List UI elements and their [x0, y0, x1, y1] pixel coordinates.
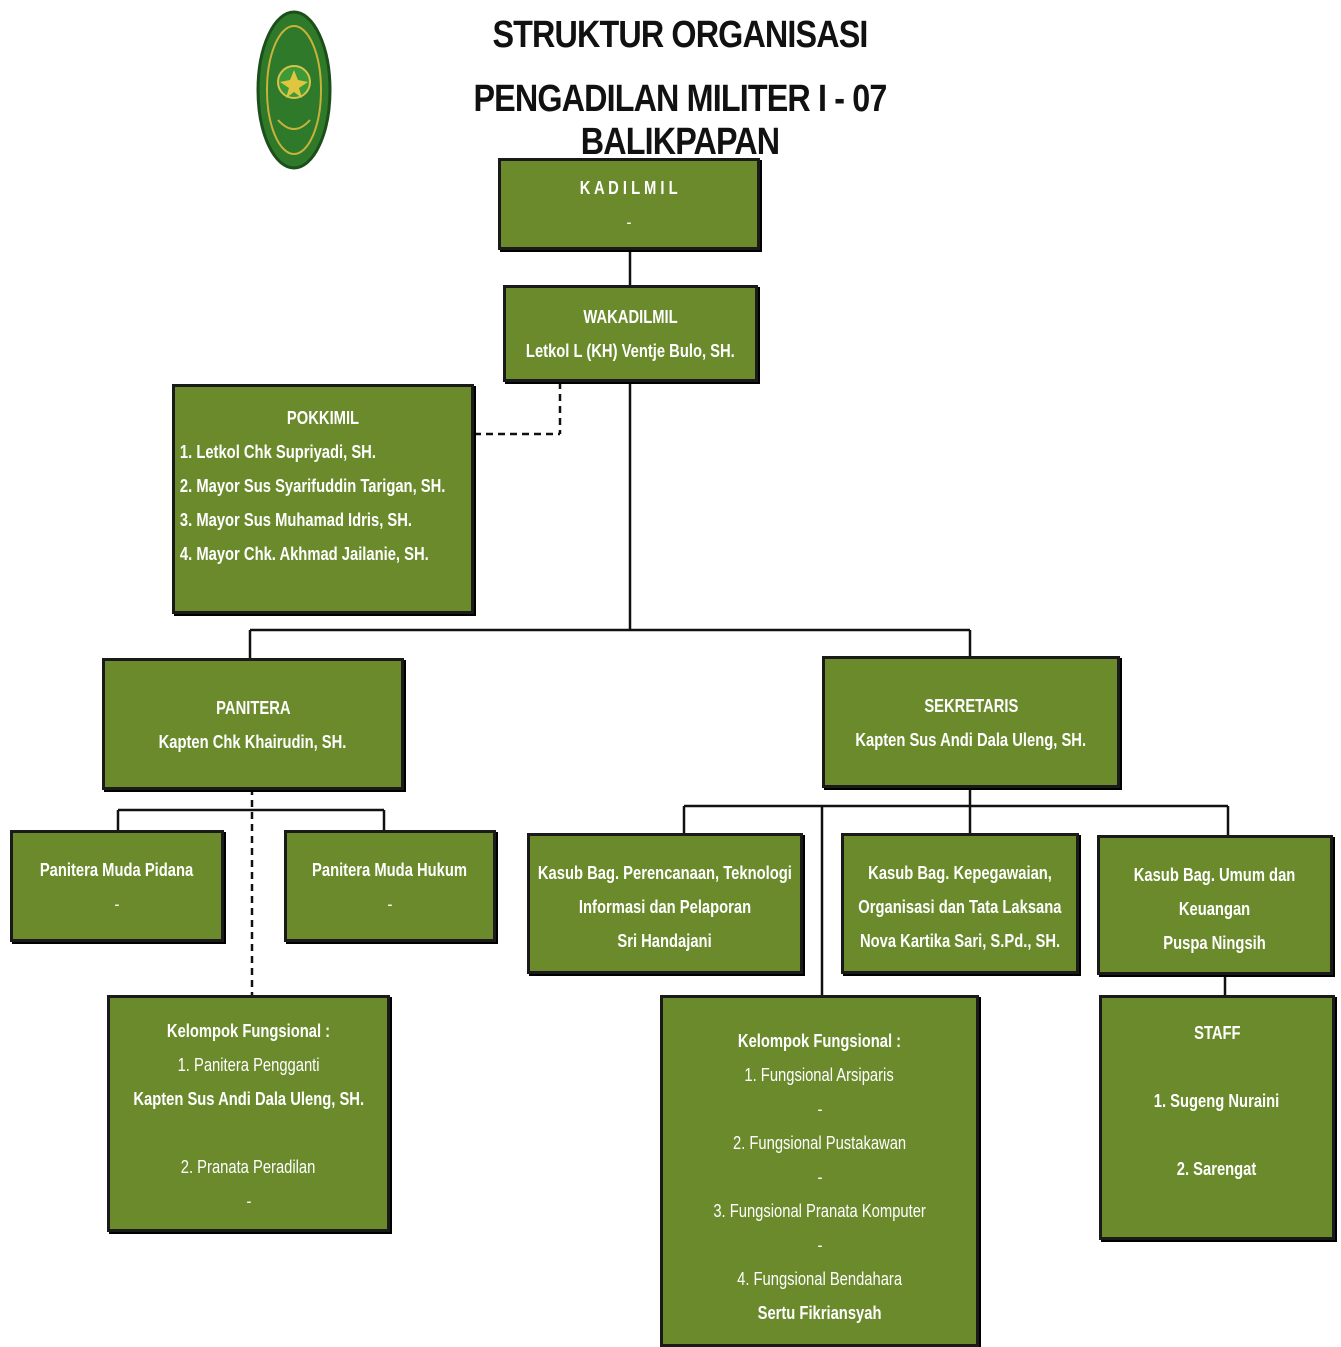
fungsional-sekretaris-item: 3. Fungsional Pranata Komputer: [713, 1201, 926, 1221]
box-kelompok-fungsional-panitera: Kelompok Fungsional : 1. Panitera Pengga…: [107, 995, 390, 1232]
fungsional-sekretaris-item-name: Sertu Fikriansyah: [757, 1303, 882, 1323]
fungsional-panitera-title: Kelompok Fungsional :: [166, 1021, 331, 1041]
fungsional-sekretaris-item-name: -: [817, 1167, 822, 1187]
box-kasubbag-umum: Kasub Bag. Umum dan Keuangan Puspa Nings…: [1097, 835, 1333, 975]
kasubbag-umum-line1: Kasub Bag. Umum dan: [1134, 865, 1296, 885]
kasubbag-umum-line2: Keuangan: [1179, 899, 1251, 919]
fungsional-sekretaris-item: 2. Fungsional Pustakawan: [732, 1133, 907, 1153]
fungsional-panitera-item-name: Kapten Sus Andi Dala Uleng, SH.: [133, 1089, 364, 1109]
fungsional-sekretaris-item: 4. Fungsional Bendahara: [737, 1269, 902, 1289]
title-line-1: STRUKTUR ORGANISASI: [492, 14, 868, 56]
wakadilmil-title: WAKADILMIL: [583, 307, 678, 327]
wakadilmil-name: Letkol L (KH) Ventje Bulo, SH.: [526, 341, 735, 361]
panmud-pidana-name: -: [114, 894, 120, 914]
panmud-hukum-title: Panitera Muda Hukum: [312, 860, 468, 880]
title-line-2: PENGADILAN MILITER I - 07 BALIKPAPAN: [473, 78, 887, 163]
box-kasubbag-kepegawaian: Kasub Bag. Kepegawaian, Organisasi dan T…: [841, 833, 1079, 974]
panitera-title: PANITERA: [215, 698, 291, 718]
fungsional-panitera-item-name: -: [246, 1191, 251, 1211]
staff-title: STAFF: [1193, 1023, 1241, 1043]
pokkimil-title: POKKIMIL: [286, 408, 360, 428]
kasubbag-ptip-line1: Kasub Bag. Perencanaan, Teknologi: [538, 863, 792, 883]
panmud-hukum-name: -: [387, 894, 393, 914]
box-staff: STAFF 1. Sugeng Nuraini 2. Sarengat: [1099, 995, 1335, 1240]
box-panitera-muda-hukum: Panitera Muda Hukum -: [284, 830, 496, 942]
fungsional-sekretaris-item-name: -: [817, 1099, 822, 1119]
kasubbag-kepeg-line2: Organisasi dan Tata Laksana: [858, 897, 1062, 917]
kasubbag-ptip-name: Sri Handajani: [617, 931, 713, 951]
kasubbag-ptip-line2: Informasi dan Pelaporan: [578, 897, 752, 917]
panmud-pidana-title: Panitera Muda Pidana: [40, 860, 194, 880]
fungsional-sekretaris-item: 1. Fungsional Arsiparis: [744, 1065, 895, 1085]
pokkimil-member: 2. Mayor Sus Syarifuddin Tarigan, SH.: [179, 476, 446, 496]
kasubbag-kepeg-line1: Kasub Bag. Kepegawaian,: [868, 863, 1052, 883]
staff-member: 2. Sarengat: [1177, 1159, 1257, 1179]
box-kasubbag-perencanaan: Kasub Bag. Perencanaan, Teknologi Inform…: [527, 833, 803, 974]
panitera-name: Kapten Chk Khairudin, SH.: [159, 732, 347, 752]
box-panitera-muda-pidana: Panitera Muda Pidana -: [10, 830, 224, 942]
staff-member: 1. Sugeng Nuraini: [1154, 1091, 1280, 1111]
pokkimil-member: 4. Mayor Chk. Akhmad Jailanie, SH.: [179, 544, 429, 564]
kadilmil-name: -: [626, 212, 632, 232]
court-emblem-logo: [256, 10, 332, 170]
box-wakadilmil: WAKADILMIL Letkol L (KH) Ventje Bulo, SH…: [503, 285, 758, 382]
kasubbag-kepeg-name: Nova Kartika Sari, S.Pd., SH.: [859, 931, 1061, 951]
sekretaris-name: Kapten Sus Andi Dala Uleng, SH.: [855, 730, 1087, 750]
fungsional-panitera-item: 2. Pranata Peradilan: [181, 1157, 316, 1177]
pokkimil-member: 1. Letkol Chk Supriyadi, SH.: [179, 442, 376, 462]
box-pokkimil: POKKIMIL 1. Letkol Chk Supriyadi, SH. 2.…: [172, 384, 474, 614]
box-sekretaris: SEKRETARIS Kapten Sus Andi Dala Uleng, S…: [822, 656, 1120, 788]
fungsional-sekretaris-item-name: -: [817, 1235, 822, 1255]
kadilmil-title: K A D I L M I L: [580, 178, 678, 198]
box-kadilmil: K A D I L M I L -: [498, 158, 760, 250]
kasubbag-umum-name: Puspa Ningsih: [1163, 933, 1267, 953]
sekretaris-title: SEKRETARIS: [923, 696, 1019, 716]
fungsional-sekretaris-title: Kelompok Fungsional :: [737, 1031, 902, 1051]
box-panitera: PANITERA Kapten Chk Khairudin, SH.: [102, 658, 404, 790]
pokkimil-member: 3. Mayor Sus Muhamad Idris, SH.: [179, 510, 413, 530]
box-kelompok-fungsional-sekretaris: Kelompok Fungsional : 1. Fungsional Arsi…: [660, 995, 979, 1347]
fungsional-panitera-item: 1. Panitera Pengganti: [177, 1055, 320, 1075]
